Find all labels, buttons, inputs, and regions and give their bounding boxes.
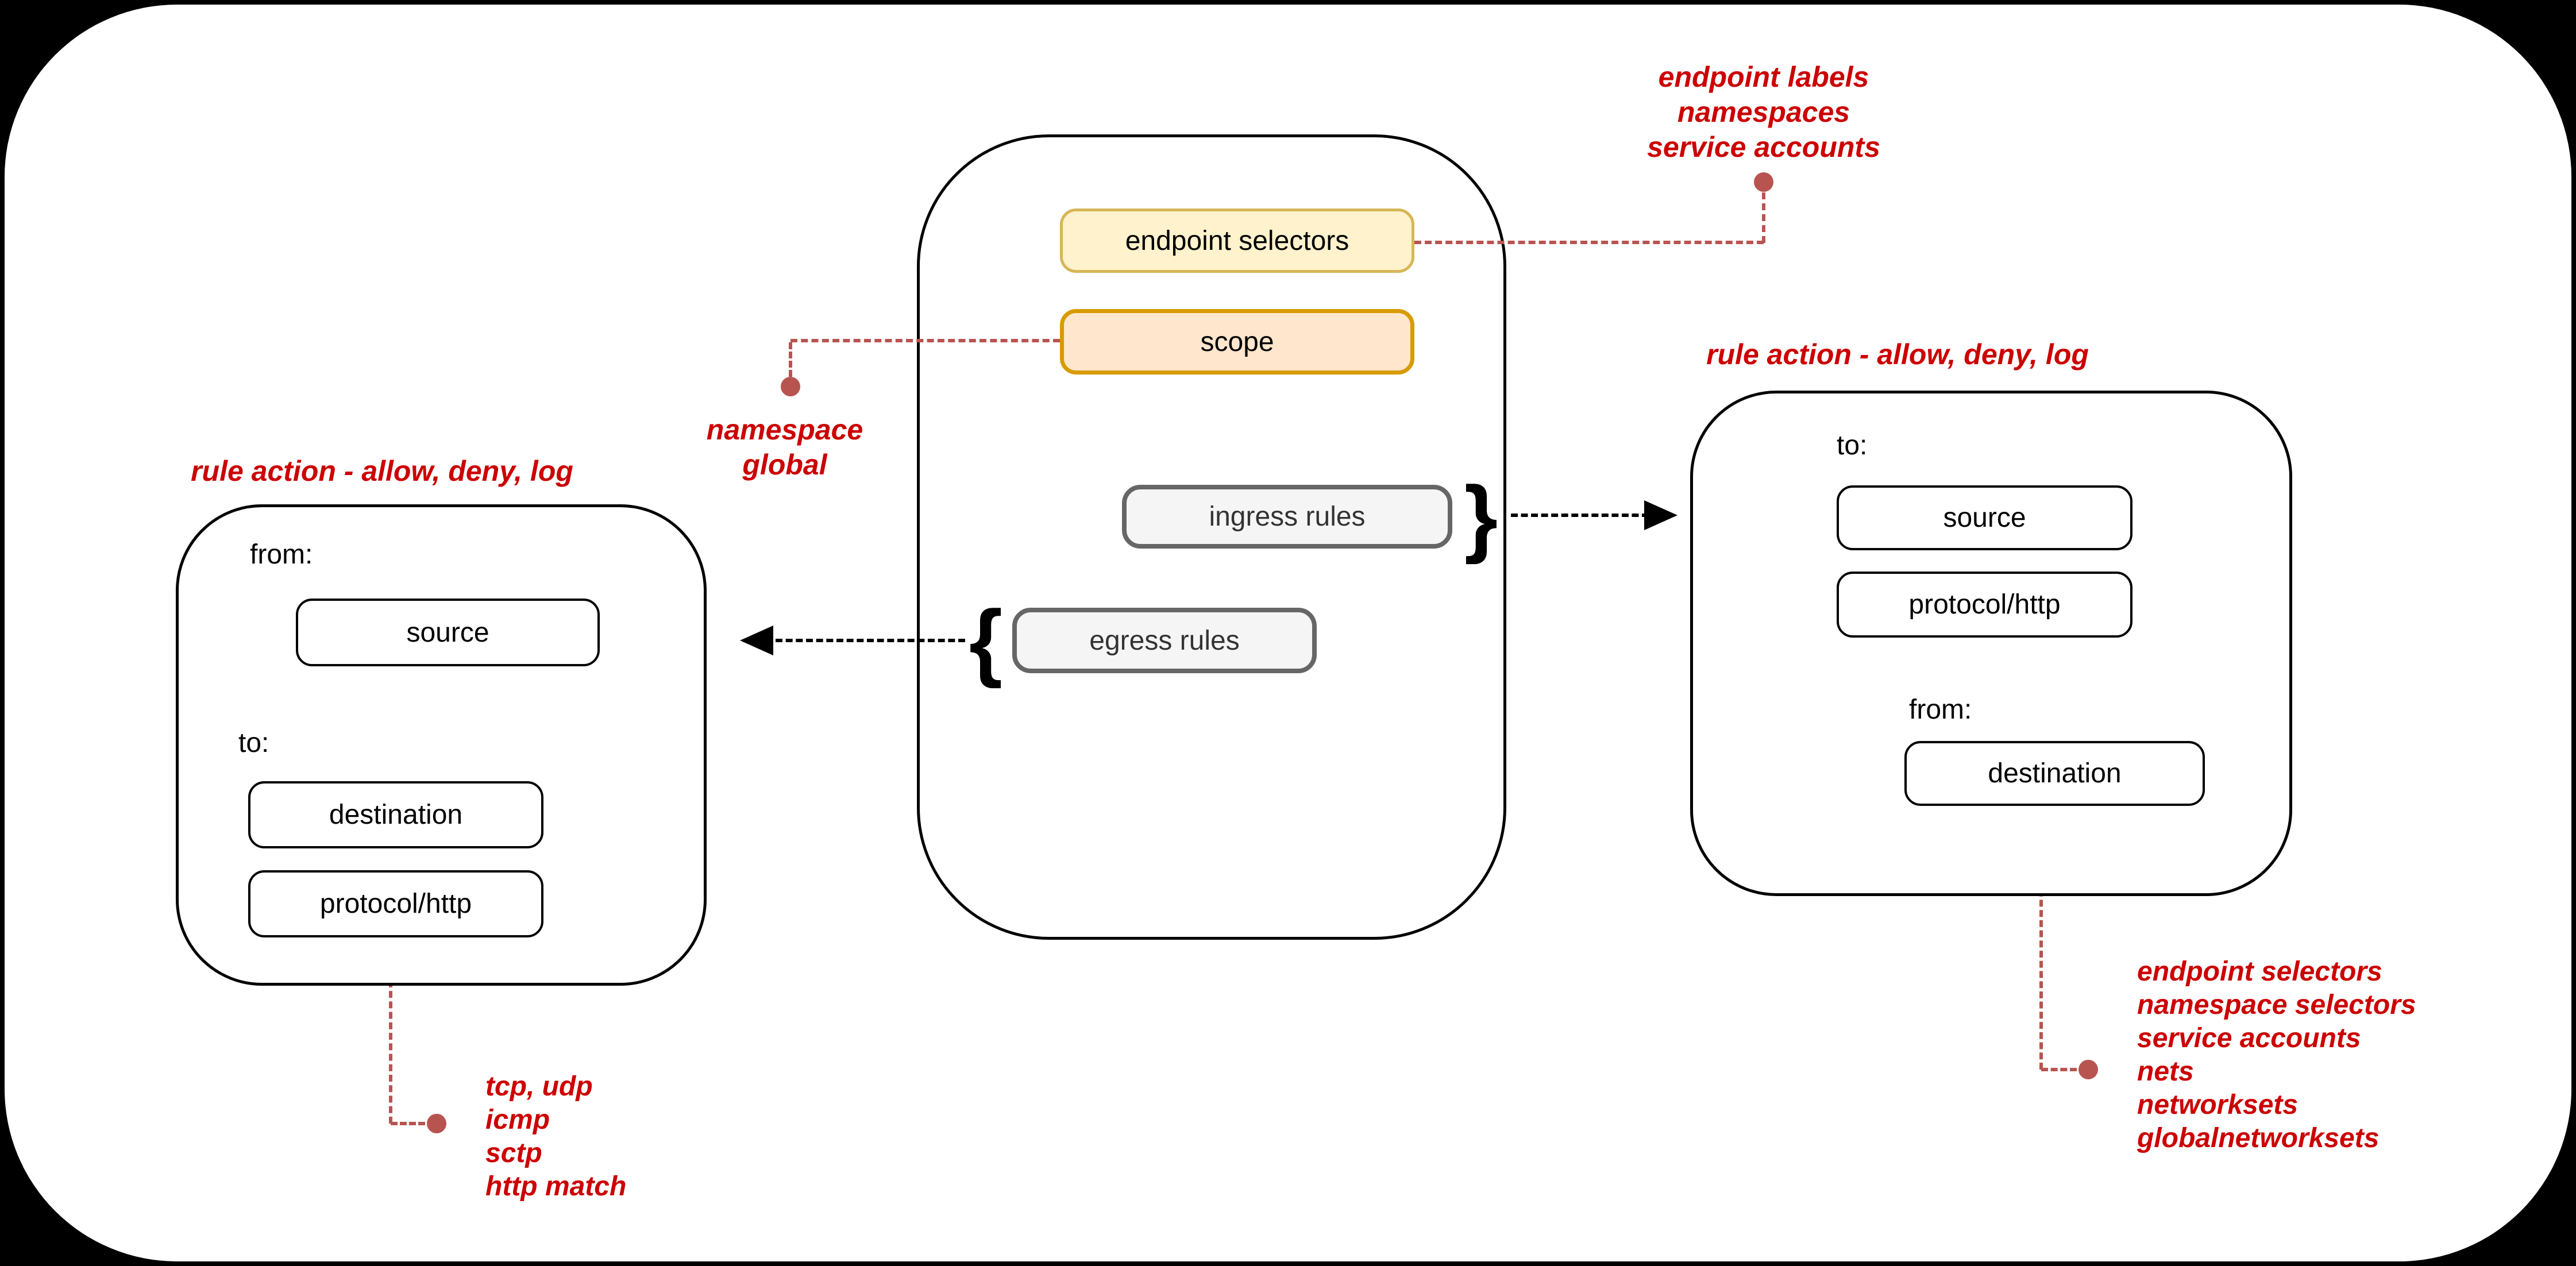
egress-arrowhead-icon: [740, 626, 773, 655]
ingress-source-node: source: [1837, 485, 2132, 550]
ingress-from-label: from:: [1909, 694, 1972, 725]
ingress-brace-icon: }: [1464, 468, 1498, 565]
egress-source-node: source: [296, 599, 600, 666]
egress-from-label: from:: [250, 539, 313, 570]
destination-values-note: endpoint selectors namespace selectors s…: [2137, 955, 2416, 1155]
destination-values-line: nets: [2137, 1056, 2194, 1087]
protocol-values-line: sctp: [485, 1138, 542, 1168]
ingress-rules-node: ingress rules: [1122, 485, 1452, 549]
destination-connector-v: [2039, 808, 2043, 1070]
protocol-values-note: tcp, udp icmp sctp http match: [485, 1070, 626, 1203]
egress-brace-icon: {: [969, 592, 1003, 689]
egress-arrow-line: [776, 639, 965, 642]
destination-values-line: networksets: [2137, 1090, 2299, 1120]
endpoint-selectors-connector-v: [1762, 192, 1765, 243]
ingress-arrow-line: [1511, 514, 1649, 517]
destination-values-line: endpoint selectors: [2137, 956, 2382, 987]
selector-sources-line: endpoint labels: [1658, 61, 1869, 93]
ingress-destination-node: destination: [1904, 741, 2205, 806]
selector-sources-note: endpoint labels namespaces service accou…: [1591, 60, 1936, 165]
egress-destination-label: destination: [329, 800, 463, 830]
destination-values-line: service accounts: [2137, 1023, 2361, 1053]
scope-label: scope: [1200, 326, 1274, 357]
endpoint-selectors-connector-h: [1414, 241, 1764, 244]
ingress-rules-label: ingress rules: [1209, 501, 1366, 532]
right-rule-title: rule action - allow, deny, log: [1706, 338, 2089, 370]
egress-protocol-node: protocol/http: [248, 870, 543, 937]
egress-to-label: to:: [238, 728, 269, 758]
ingress-protocol-label: protocol/http: [1908, 589, 2061, 620]
scope-connector-v: [789, 342, 792, 377]
destination-connector-dot: [2078, 1060, 2098, 1079]
scope-values-note: namespace global: [641, 412, 928, 483]
scope-connector-dot: [781, 377, 800, 396]
ingress-source-label: source: [1943, 503, 2026, 533]
ingress-to-label: to:: [1837, 430, 1868, 461]
protocol-connector-dot: [427, 1114, 446, 1133]
endpoint-selectors-node: endpoint selectors: [1060, 209, 1414, 273]
endpoint-selectors-connector-dot: [1754, 172, 1773, 192]
protocol-values-line: icmp: [485, 1105, 550, 1135]
ingress-arrowhead-icon: [1644, 500, 1678, 530]
destination-connector-h: [2041, 1068, 2077, 1071]
egress-rules-label: egress rules: [1089, 625, 1240, 656]
scope-connector-h: [790, 339, 1060, 342]
scope-values-line: namespace: [706, 414, 863, 446]
ingress-rule-container: [1690, 391, 2292, 896]
egress-protocol-label: protocol/http: [319, 889, 472, 919]
destination-values-line: namespace selectors: [2137, 990, 2416, 1020]
protocol-values-line: tcp, udp: [485, 1071, 593, 1102]
egress-destination-node: destination: [248, 781, 543, 848]
protocol-values-line: http match: [485, 1171, 627, 1202]
endpoint-selectors-label: endpoint selectors: [1125, 225, 1349, 256]
selector-sources-line: service accounts: [1647, 131, 1880, 163]
ingress-destination-label: destination: [1988, 758, 2122, 789]
protocol-connector-v: [389, 939, 392, 1124]
ingress-protocol-node: protocol/http: [1837, 572, 2132, 638]
egress-source-label: source: [406, 617, 489, 648]
scope-values-line: global: [742, 449, 827, 481]
protocol-connector-h: [391, 1122, 425, 1125]
selector-sources-line: namespaces: [1677, 96, 1850, 128]
left-rule-title: rule action - allow, deny, log: [191, 455, 573, 487]
egress-rules-node: egress rules: [1012, 608, 1317, 673]
scope-node: scope: [1060, 309, 1414, 375]
destination-values-line: globalnetworksets: [2137, 1123, 2380, 1153]
